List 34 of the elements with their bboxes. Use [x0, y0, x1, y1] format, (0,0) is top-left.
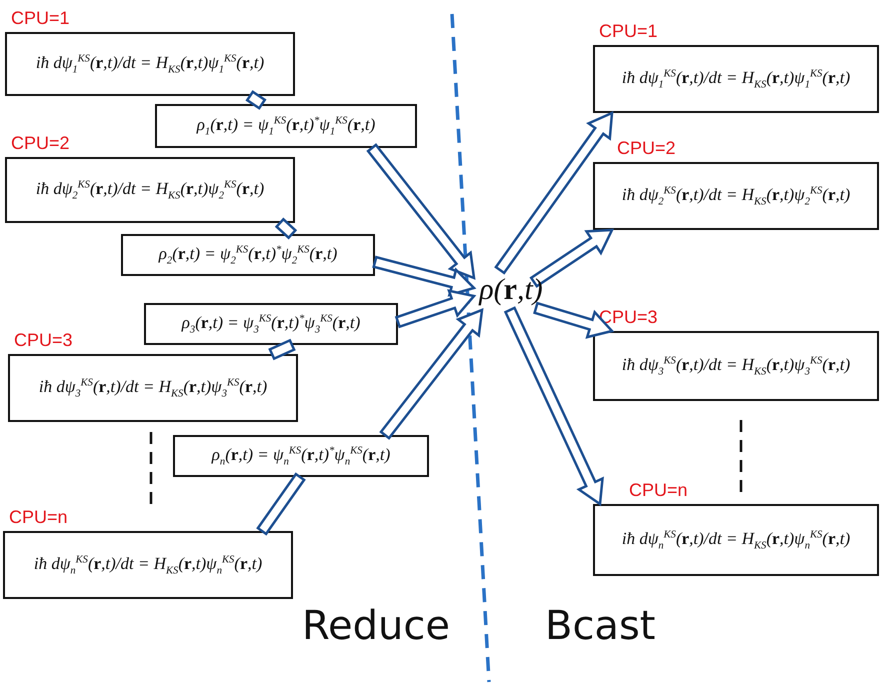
hollow-arrow: [274, 218, 298, 240]
hollow-arrow: [529, 228, 614, 288]
cpu-label: CPU=2: [11, 133, 70, 154]
hollow-arrow: [245, 90, 267, 110]
equation: ρ$_{1}$(r,t) = ψ$_{1}$$^{KS}$(r,t)$^{*}$ψ$_{1}$$^{KS}$(r,t): [196, 114, 376, 138]
hollow-arrow: [366, 143, 476, 280]
cpu-label: CPU=n: [629, 480, 688, 501]
cpu-label: CPU=1: [599, 21, 658, 42]
hollow-arrow: [256, 472, 306, 536]
equation: ρ$_{n}$(r,t) = ψ$_{n}$$^{KS}$(r,t)$^{*}$ψ$_{n}$$^{KS}$(r,t): [212, 444, 390, 468]
phase-label: Bcast: [545, 603, 656, 649]
hollow-arrow: [394, 289, 476, 328]
equation: iħ dψ$_{n}$$^{KS}$(r,t)/dt = H$_{KS}$(r,t)ψ$_{n}$$^{KS}$(r,t): [34, 554, 262, 576]
cpu-label: CPU=1: [11, 8, 70, 29]
cpu-label: CPU=3: [14, 330, 73, 351]
hollow-arrow: [533, 302, 614, 339]
equation: iħ dψ$_{3}$$^{KS}$(r,t)/dt = H$_{KS}$(r,t)ψ$_{3}$$^{KS}$(r,t): [38, 376, 268, 400]
hollow-arrow: [268, 338, 296, 360]
cpu-label: CPU=n: [9, 507, 68, 528]
density-term: ρ(r,t): [474, 270, 548, 310]
equation: ρ$_{3}$(r,t) = ψ$_{3}$$^{KS}$(r,t)$^{*}$ψ$_{3}$$^{KS}$(r,t): [182, 312, 360, 336]
cpu-label: CPU=2: [617, 138, 676, 159]
equation: iħ dψ$_{3}$$^{KS}$(r,t)/dt = H$_{KS}$(r,t)ψ$_{3}$$^{KS}$(r,t): [622, 354, 850, 378]
equation: iħ dψ$_{1}$$^{KS}$(r,t)/dt = H$_{KS}$(r,t)ψ$_{1}$$^{KS}$(r,t): [36, 52, 264, 76]
hollow-arrow: [494, 111, 614, 275]
hollow-arrow: [504, 306, 604, 506]
hollow-arrow: [372, 256, 476, 297]
hollow-arrow: [379, 308, 484, 440]
equation: iħ dψ$_{2}$$^{KS}$(r,t)/dt = H$_{KS}$(r,t)ψ$_{2}$$^{KS}$(r,t): [622, 184, 850, 208]
equation: iħ dψ$_{n}$$^{KS}$(r,t)/dt = H$_{KS}$(r,t)ψ$_{n}$$^{KS}$(r,t): [622, 528, 850, 552]
equation: iħ dψ$_{2}$$^{KS}$(r,t)/dt = H$_{KS}$(r,t)ψ$_{2}$$^{KS}$(r,t): [36, 178, 264, 202]
equation: iħ dψ$_{1}$$^{KS}$(r,t)/dt = H$_{KS}$(r,t)ψ$_{1}$$^{KS}$(r,t): [622, 68, 850, 90]
phase-label: Reduce: [302, 603, 450, 649]
equation: ρ$_{2}$(r,t) = ψ$_{2}$$^{KS}$(r,t)$^{*}$ψ$_{2}$$^{KS}$(r,t): [158, 244, 338, 266]
